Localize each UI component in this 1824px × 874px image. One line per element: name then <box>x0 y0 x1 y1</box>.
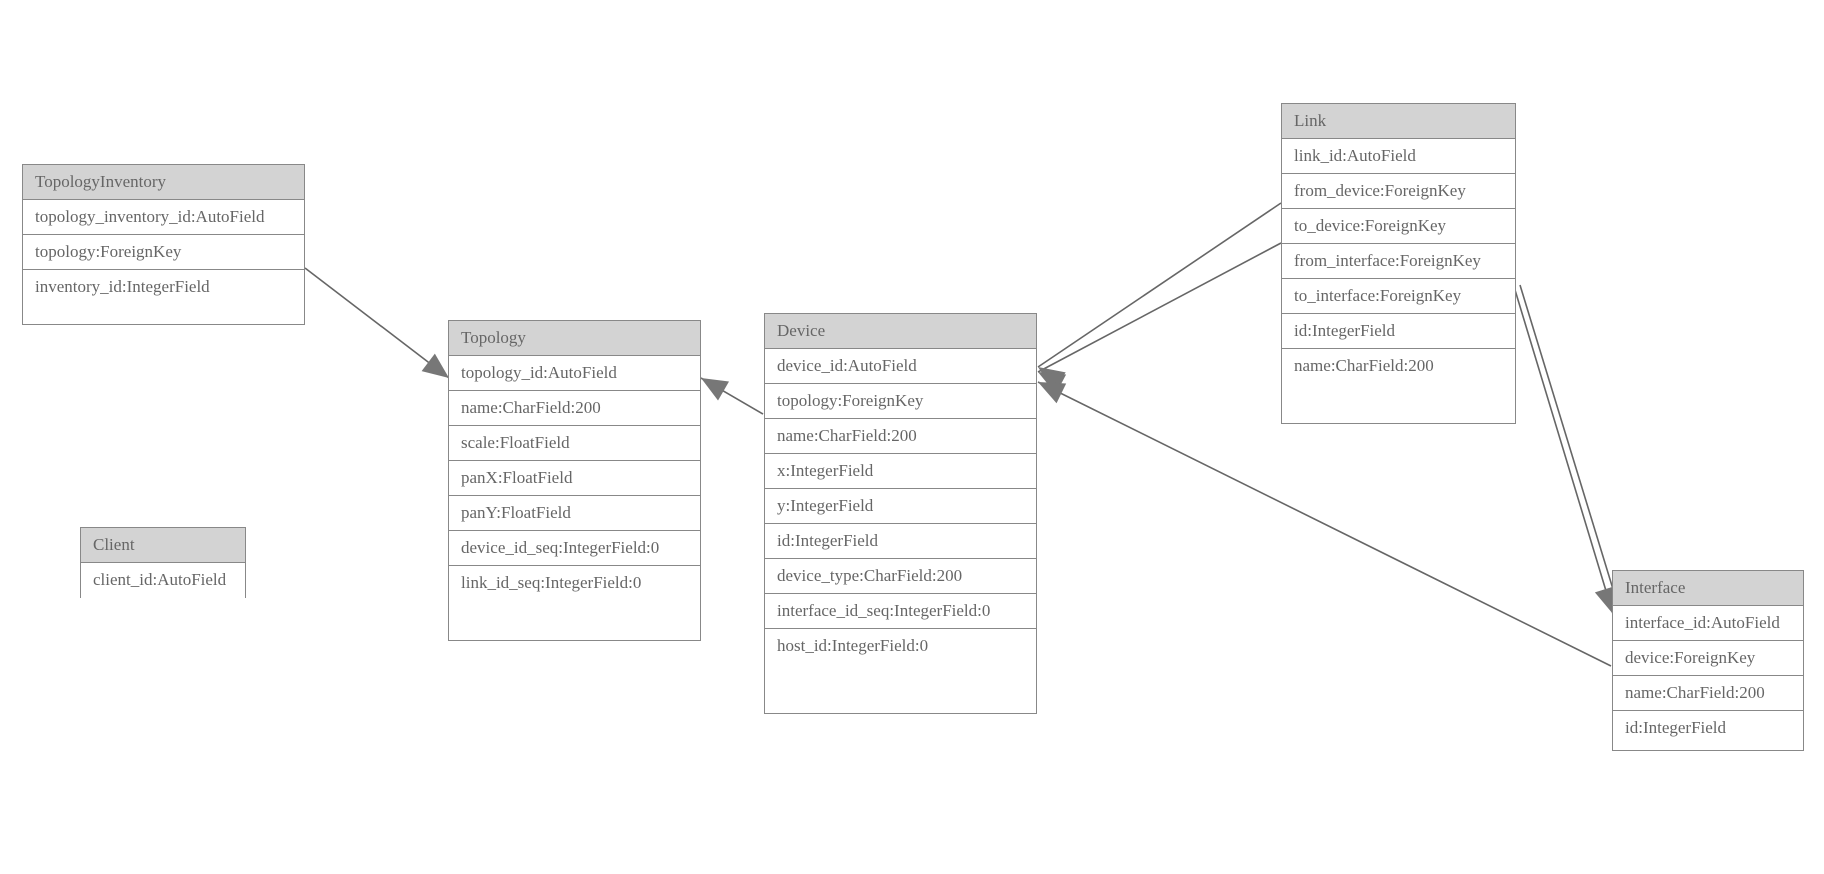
entity-attribute: link_id:AutoField <box>1282 139 1515 174</box>
relationship-line-rel-interface-device <box>1037 381 1612 667</box>
entity-attribute: from_interface:ForeignKey <box>1282 244 1515 279</box>
entity-attribute: scale:FloatField <box>449 426 700 461</box>
entity-attribute: to_interface:ForeignKey <box>1282 279 1515 314</box>
entity-attribute: panY:FloatField <box>449 496 700 531</box>
entity-attribute: from_device:ForeignKey <box>1282 174 1515 209</box>
entity-attribute: device_type:CharField:200 <box>765 559 1036 594</box>
entity-title-device: Device <box>765 314 1036 349</box>
entity-attribute: device_id_seq:IntegerField:0 <box>449 531 700 566</box>
entity-title-client: Client <box>81 528 245 563</box>
entity-attribute: name:CharField:200 <box>1613 676 1803 711</box>
entity-attribute: name:CharField:200 <box>765 419 1036 454</box>
entity-title-topology_inventory: TopologyInventory <box>23 165 304 200</box>
entity-title-interface: Interface <box>1613 571 1803 606</box>
entity-attribute: interface_id:AutoField <box>1613 606 1803 641</box>
relationship-line-rel-link-to_device-device <box>1037 242 1282 373</box>
entity-attribute: device:ForeignKey <box>1613 641 1803 676</box>
entity-attribute: inventory_id:IntegerField <box>23 270 304 305</box>
relationship-line-rel-link-from_interface-interface <box>1511 279 1614 615</box>
entity-attribute: y:IntegerField <box>765 489 1036 524</box>
entity-attribute: id:IntegerField <box>1282 314 1515 349</box>
entity-attribute: link_id_seq:IntegerField:0 <box>449 566 700 601</box>
entity-attribute: interface_id_seq:IntegerField:0 <box>765 594 1036 629</box>
entity-attribute: topology:ForeignKey <box>765 384 1036 419</box>
entity-attribute: topology_id:AutoField <box>449 356 700 391</box>
relationship-line-rel-link-from_device-device <box>1037 202 1282 368</box>
entity-attribute: id:IntegerField <box>1613 711 1803 746</box>
entity-attribute: id:IntegerField <box>765 524 1036 559</box>
entity-title-link: Link <box>1282 104 1515 139</box>
relationship-line-rel-topologyinventory-topology <box>304 267 450 379</box>
relationship-arrowhead-rel-interface-device <box>1038 382 1067 404</box>
entity-title-topology: Topology <box>449 321 700 356</box>
entity-attribute: topology:ForeignKey <box>23 235 304 270</box>
entity-attribute: name:CharField:200 <box>449 391 700 426</box>
relationship-line-rel-device-topology <box>700 377 764 415</box>
entity-attribute: client_id:AutoField <box>81 563 245 598</box>
entity-attribute: x:IntegerField <box>765 454 1036 489</box>
relationship-line-rel-link-to_interface-interface <box>1519 284 1621 613</box>
entity-attribute: name:CharField:200 <box>1282 349 1515 384</box>
entity-attribute: to_device:ForeignKey <box>1282 209 1515 244</box>
entity-attribute: host_id:IntegerField:0 <box>765 629 1036 664</box>
entity-attribute: panX:FloatField <box>449 461 700 496</box>
entity-attribute: device_id:AutoField <box>765 349 1036 384</box>
relationship-arrowhead-rel-link-to_device-device <box>1038 372 1067 394</box>
entity-attribute: topology_inventory_id:AutoField <box>23 200 304 235</box>
